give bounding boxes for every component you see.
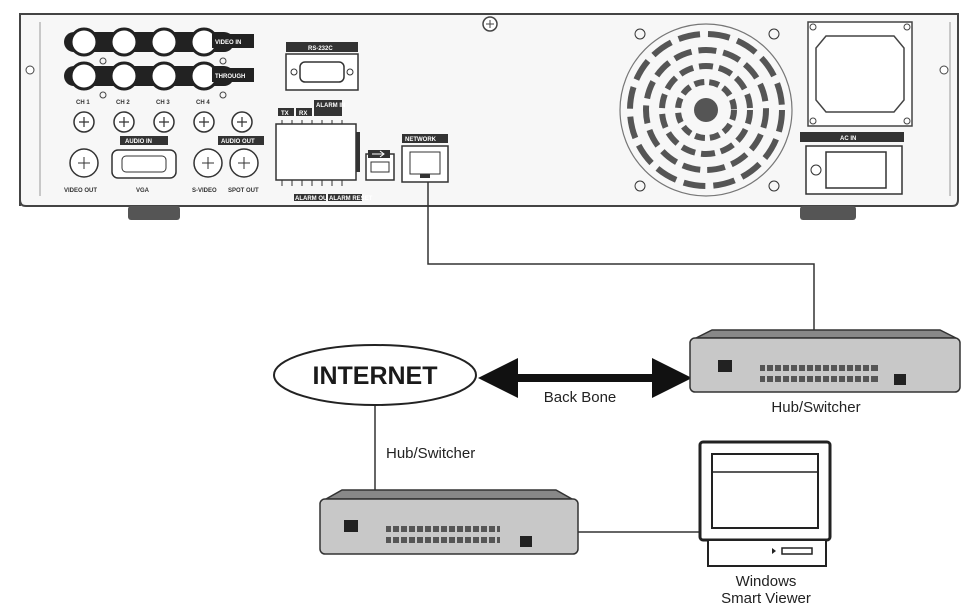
dvr-rear-panel: VIDEO IN THROUGH CH 1 CH 2 CH 3 CH 4 AUD… xyxy=(19,13,959,220)
panel-screw-right xyxy=(939,65,949,75)
alarm-terminal-block: TX RX ALARM IN ALARM OUT ALARM RESET xyxy=(275,100,373,202)
panel-foot-left xyxy=(128,206,180,220)
ch4-label: CH 4 xyxy=(196,100,210,106)
alarm-in-label: ALARM IN xyxy=(316,103,345,109)
audio-in-jacks: AUDIO IN xyxy=(73,111,215,145)
internet-cloud: INTERNET xyxy=(273,344,477,406)
rs232c-label: RS-232C xyxy=(308,46,333,52)
bnc-connector-block: VIDEO IN THROUGH xyxy=(64,27,254,99)
rx-label: RX xyxy=(299,111,307,117)
usb-port xyxy=(365,150,395,181)
power-supply-section: AC IN xyxy=(800,21,913,195)
panel-screw-left xyxy=(25,65,35,75)
s-video-label: S-VIDEO xyxy=(192,188,217,194)
vga-label: VGA xyxy=(136,188,150,194)
cable-dvr-to-hub xyxy=(427,182,815,330)
rs232c-port: RS-232C xyxy=(285,42,359,91)
pc-label-line1: Windows xyxy=(736,573,797,590)
hub-switcher-right xyxy=(689,329,961,393)
pc-label-line2: Smart Viewer xyxy=(721,590,811,607)
ch3-label: CH 3 xyxy=(156,100,170,106)
ac-in-label: AC IN xyxy=(840,136,856,142)
spot-out-label: SPOT OUT xyxy=(228,188,259,194)
video-out-label: VIDEO OUT xyxy=(64,188,97,194)
ch2-label: CH 2 xyxy=(116,100,130,106)
hub-left-label: Hub/Switcher xyxy=(386,445,475,462)
fan-grille xyxy=(619,23,793,197)
backbone-label: Back Bone xyxy=(544,389,617,406)
pc-workstation xyxy=(698,440,832,567)
network-port-label: NETWORK xyxy=(405,137,437,143)
audio-in-label: AUDIO IN xyxy=(125,139,152,145)
audio-out-label: AUDIO OUT xyxy=(221,139,255,145)
network-port: NETWORK xyxy=(401,134,449,183)
internet-label: INTERNET xyxy=(313,362,438,390)
hub-right-label: Hub/Switcher xyxy=(771,399,860,416)
alarm-out-label: ALARM OUT xyxy=(295,196,331,202)
video-in-label: VIDEO IN xyxy=(215,40,241,46)
through-label: THROUGH xyxy=(215,74,245,80)
output-connectors: VIDEO OUT VGA S-VIDEO SPOT OUT xyxy=(64,148,259,194)
ch1-label: CH 1 xyxy=(76,100,90,106)
alarm-reset-label: ALARM RESET xyxy=(329,196,373,202)
tx-label: TX xyxy=(281,111,289,117)
panel-foot-right xyxy=(800,206,856,220)
audio-out-section: AUDIO OUT xyxy=(218,111,264,145)
hub-switcher-left xyxy=(319,489,579,555)
